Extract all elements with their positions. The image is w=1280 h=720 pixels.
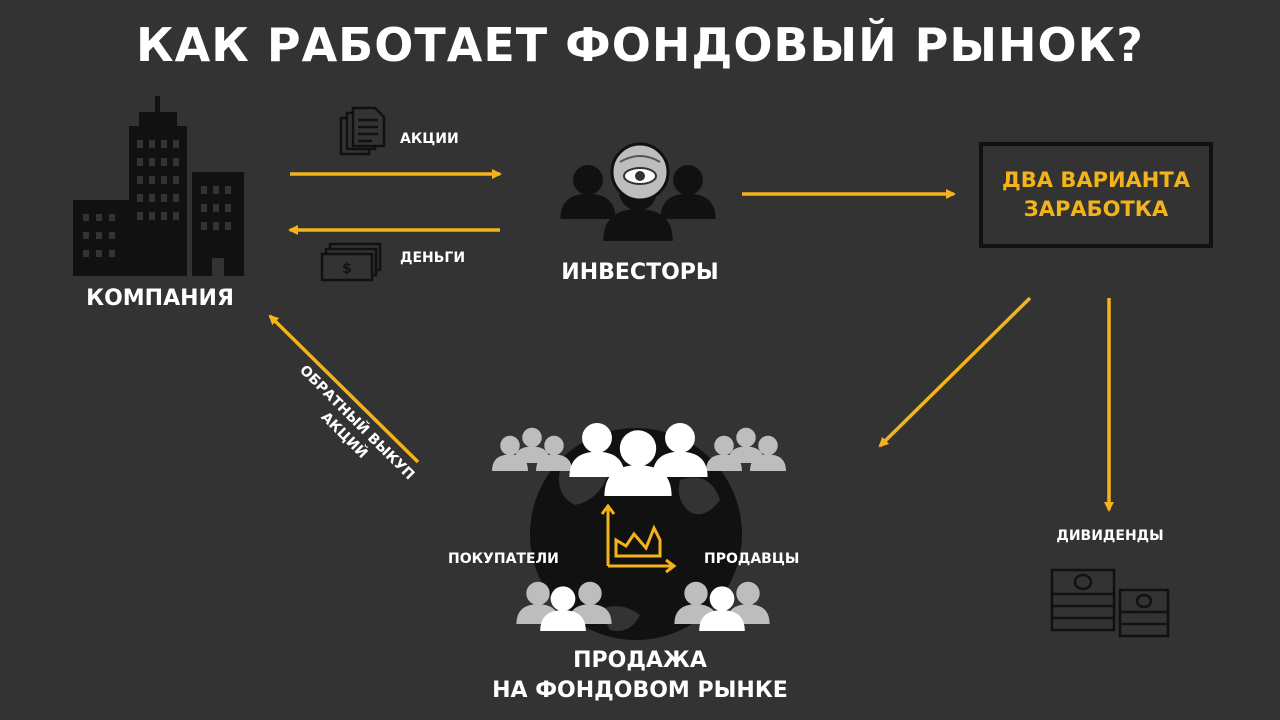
investors-group-icon: [560, 142, 716, 241]
money-label: ДЕНЬГИ: [400, 250, 466, 266]
sellers-group-icon: [674, 581, 770, 631]
svg-text:$: $: [342, 261, 352, 277]
market-label-line1: ПРОДАЖА: [573, 648, 707, 673]
sellers-label: ПРОДАВЦЫ: [704, 551, 800, 567]
market-label: ПРОДАЖА НА ФОНДОВОМ РЫНКЕ: [440, 646, 840, 705]
buyback-arrow: [268, 314, 420, 464]
shares-label: АКЦИИ: [400, 131, 459, 147]
investors-label: ИНВЕСТОРЫ: [561, 260, 719, 285]
cash-stack-icon: [1050, 568, 1170, 638]
page-title: КАК РАБОТАЕТ ФОНДОВЫЙ РЫНОК?: [136, 18, 1144, 72]
people-group-icon: [492, 422, 786, 496]
buyers-label: ПОКУПАТЕЛИ: [448, 551, 559, 567]
earning-options-label: ДВА ВАРИАНТА ЗАРАБОТКА: [1002, 167, 1190, 221]
market-label-line2: НА ФОНДОВОМ РЫНКЕ: [492, 677, 788, 703]
company-label: КОМПАНИЯ: [86, 286, 234, 311]
office-building-icon: [73, 96, 244, 276]
earning-options-box: ДВА ВАРИАНТА ЗАРАБОТКА: [979, 142, 1213, 248]
banknotes-icon: $: [320, 242, 382, 282]
documents-icon: [339, 106, 386, 156]
options-to-market-arrow: [878, 296, 1032, 448]
flow-arrows: [268, 169, 1114, 512]
buyers-group-icon: [516, 581, 612, 631]
growth-chart-icon: [600, 503, 677, 574]
dividends-label: ДИВИДЕНДЫ: [1056, 528, 1164, 544]
